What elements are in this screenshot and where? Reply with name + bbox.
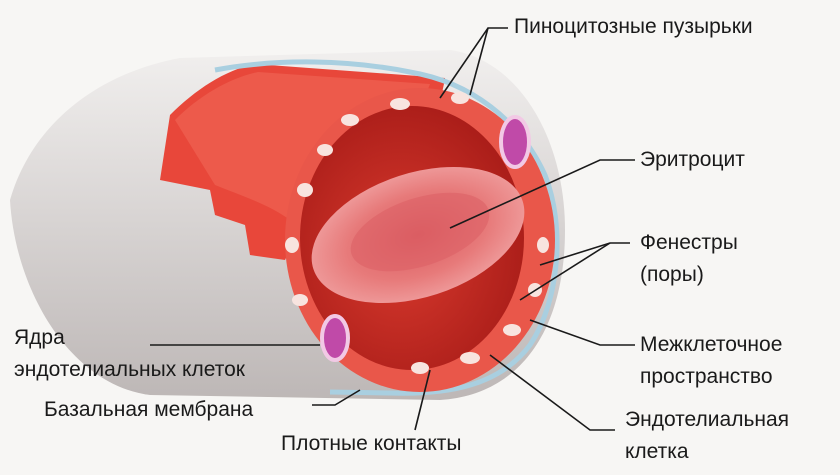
label-basement-membrane: Базальная мембрана	[44, 397, 253, 423]
label-fenestrae-line1: Фенестры	[640, 230, 738, 256]
label-endothelial-line1: Эндотелиальная	[625, 407, 789, 433]
label-pinocytotic-vesicles: Пиноцитозные пузырьки	[514, 14, 753, 40]
label-fenestrae-line2: (поры)	[640, 262, 704, 288]
label-intercellular-line2: пространство	[640, 364, 773, 390]
label-intercellular-line1: Межклеточное	[640, 332, 782, 358]
nucleus-right	[501, 117, 529, 167]
label-erythrocyte: Эритроцит	[640, 147, 745, 173]
label-nuclei-line1: Ядра	[14, 325, 65, 351]
label-endothelial-line2: клетка	[625, 439, 689, 465]
label-tight-junctions: Плотные контакты	[281, 431, 462, 457]
label-nuclei-line2: эндотелиальных клеток	[14, 357, 245, 383]
nucleus-left	[322, 316, 348, 360]
